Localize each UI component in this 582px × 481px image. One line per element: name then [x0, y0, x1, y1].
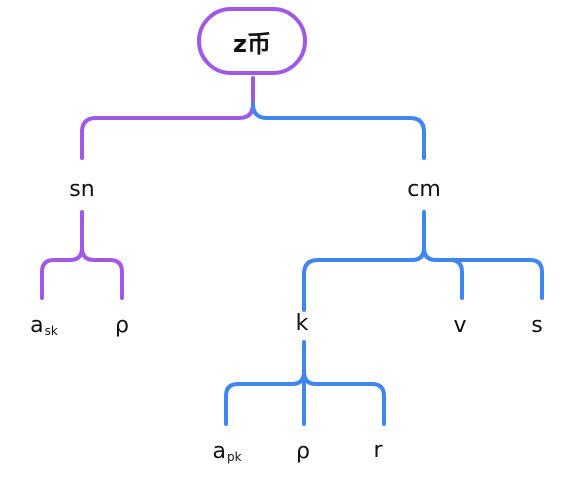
node-k: k	[295, 311, 309, 336]
node-apk: apk	[212, 439, 242, 464]
node-sn: sn	[69, 177, 95, 202]
node-ask-base: a	[30, 313, 44, 338]
edge-root-cm	[251, 102, 426, 160]
root-node: z币	[197, 7, 307, 75]
edge-k-r	[302, 370, 386, 426]
node-ask: ask	[30, 313, 58, 338]
node-apk-sub: pk	[226, 450, 242, 464]
node-s: s	[531, 313, 543, 338]
edge-sn-ask	[40, 210, 84, 300]
edge-cm-s	[434, 258, 544, 300]
node-rho-2: ρ	[296, 439, 310, 464]
node-cm: cm	[407, 177, 441, 202]
node-rho-1: ρ	[115, 313, 129, 338]
root-label: z币	[233, 29, 271, 58]
node-ask-sub: sk	[44, 324, 58, 338]
edge-root-sn	[80, 76, 255, 160]
node-v: v	[453, 313, 467, 338]
edge-k-apk	[224, 340, 306, 426]
edge-cm-k	[302, 210, 426, 312]
node-apk-base: a	[212, 439, 226, 464]
edge-sn-rho	[80, 246, 124, 300]
edge-cm-v	[422, 246, 464, 300]
node-r: r	[373, 438, 383, 463]
